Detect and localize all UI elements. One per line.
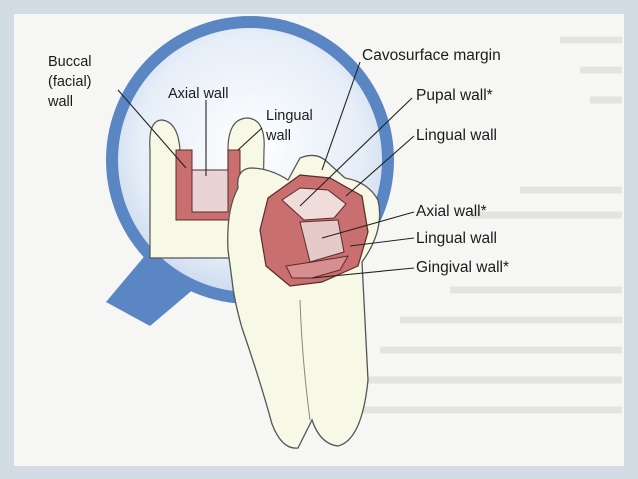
label-lingual-wall-upper: Lingual wall <box>416 127 497 144</box>
label-axial-wall-inset: Axial wall <box>168 86 228 102</box>
label-buccal-line2: (facial) <box>48 74 92 90</box>
background-text-ghost <box>350 36 622 414</box>
label-lingual-wall-lower: Lingual wall <box>416 230 497 247</box>
label-axial-wall: Axial wall* <box>416 203 487 220</box>
tooth <box>227 154 381 449</box>
leader-lines <box>117 61 415 279</box>
pupal-floor <box>281 187 347 221</box>
inset-axial-wall <box>191 169 229 213</box>
labels: Buccal (facial) wall Axial wall Lingual … <box>47 47 509 276</box>
label-lingual-inset-line2: wall <box>265 128 291 144</box>
label-gingival-wall: Gingival wall* <box>416 259 509 276</box>
label-cavosurface-margin: Cavosurface margin <box>362 47 501 64</box>
label-buccal-line3: wall <box>47 94 73 110</box>
label-pupal-wall: Pupal wall* <box>416 87 493 104</box>
axial-wall-surface <box>299 219 345 263</box>
label-buccal-line1: Buccal <box>48 54 92 70</box>
gingival-floor <box>285 255 349 279</box>
label-lingual-inset-line1: Lingual <box>266 108 313 124</box>
